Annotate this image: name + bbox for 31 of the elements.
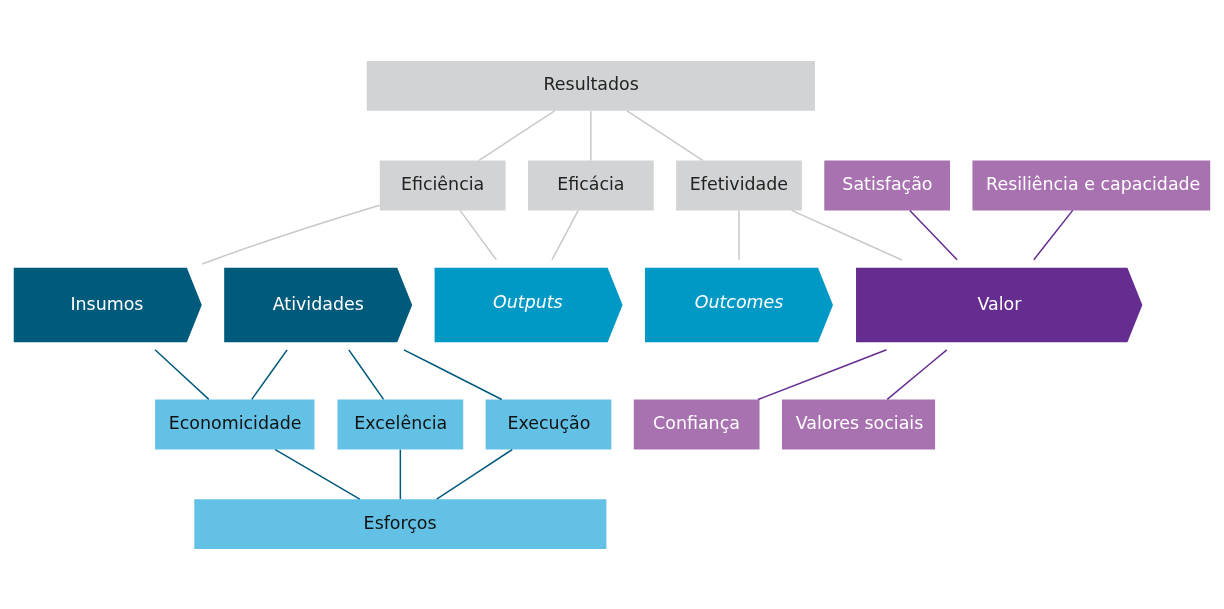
connector [403,348,503,400]
connector [348,348,385,400]
node-box: Confiança [633,399,760,449]
connector [590,109,592,161]
connector [626,109,704,161]
node-box: Valores sociais [781,399,936,449]
node-box: Resiliência e capacidade [972,160,1211,210]
connector [757,348,888,400]
node-box: Esforços [194,498,607,549]
connector [909,209,958,260]
connector [274,448,361,500]
connector [436,448,513,500]
node-box: Eficiência [379,160,506,210]
connector [551,209,579,260]
connector [1033,209,1074,260]
connector [154,348,210,400]
connector [201,204,381,265]
connector [399,448,402,500]
connector [790,209,903,261]
connector [459,209,498,260]
node-box: Efetividade [676,160,802,210]
node-box: Execução [485,399,612,449]
node-box: Resultados [366,60,815,111]
node-box: Satisfação [824,160,950,210]
connector [886,348,948,400]
connector [738,209,740,260]
node-box: Excelência [337,399,464,449]
connector [478,109,556,161]
node-box: Economicidade [155,399,315,449]
node-box: Eficácia [527,160,654,210]
connector [251,348,288,400]
